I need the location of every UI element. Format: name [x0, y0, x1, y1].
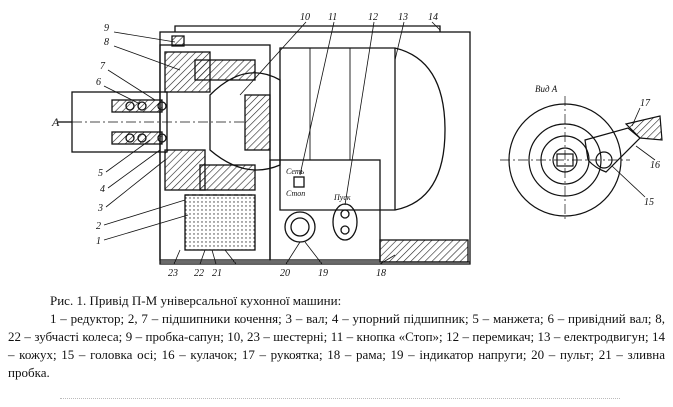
- control-panel: [269, 159, 381, 261]
- view-a-labels: Вид А 17 16 15: [535, 84, 660, 208]
- figure-caption: Рис. 1. Привід П-М універсальної кухонно…: [8, 292, 665, 382]
- electric-motor: [279, 47, 446, 211]
- axle-head: [595, 151, 613, 169]
- label-18: 18: [376, 268, 386, 279]
- label-21: 21: [212, 268, 222, 279]
- label-11: 11: [328, 12, 337, 23]
- page-divider: [60, 398, 620, 405]
- label-8: 8: [104, 37, 109, 48]
- caption-body: 1 – редуктор; 2, 7 – підшипники кочення;…: [8, 311, 665, 380]
- handle: [624, 115, 663, 141]
- panel-inscriptions: Сеть Стоп Пуск: [286, 167, 351, 202]
- label-22: 22: [194, 268, 204, 279]
- bearings: [125, 101, 167, 143]
- label-5: 5: [98, 168, 103, 179]
- cam: [584, 127, 641, 173]
- label-16: 16: [650, 160, 660, 171]
- label-20: 20: [280, 268, 290, 279]
- technical-drawing: 9 8 7 6 5 4 3 2 1 10 11 12 13 14 23 22 2…: [51, 12, 663, 279]
- drive-section-view: [58, 21, 471, 265]
- label-12: 12: [368, 12, 378, 23]
- caption-title: Рис. 1. Привід П-М універсальної кухонно…: [50, 293, 342, 308]
- stop-label: Стоп: [286, 189, 305, 198]
- label-4: 4: [100, 184, 105, 195]
- voltage-indicator: [284, 211, 316, 243]
- label-13: 13: [398, 12, 408, 23]
- label-6: 6: [96, 77, 101, 88]
- net-label: Сеть: [286, 167, 305, 176]
- label-14: 14: [428, 12, 438, 23]
- label-10: 10: [300, 12, 310, 23]
- label-19: 19: [318, 268, 328, 279]
- reducer-bath: [184, 194, 256, 251]
- label-3: 3: [97, 203, 103, 214]
- view-a-title: Вид А: [535, 84, 558, 94]
- section-mark-a: A: [51, 115, 60, 129]
- label-15: 15: [644, 197, 654, 208]
- label-23: 23: [168, 268, 178, 279]
- label-9: 9: [104, 23, 109, 34]
- breather-plug: [171, 35, 185, 47]
- frame: [379, 239, 469, 263]
- label-17: 17: [640, 98, 651, 109]
- label-1: 1: [96, 236, 101, 247]
- part-number-labels: 9 8 7 6 5 4 3 2 1 10 11 12 13 14 23 22 2…: [51, 12, 438, 279]
- label-2: 2: [96, 221, 101, 232]
- view-a: [500, 96, 663, 222]
- start-label: Пуск: [333, 193, 351, 202]
- label-7: 7: [100, 61, 106, 72]
